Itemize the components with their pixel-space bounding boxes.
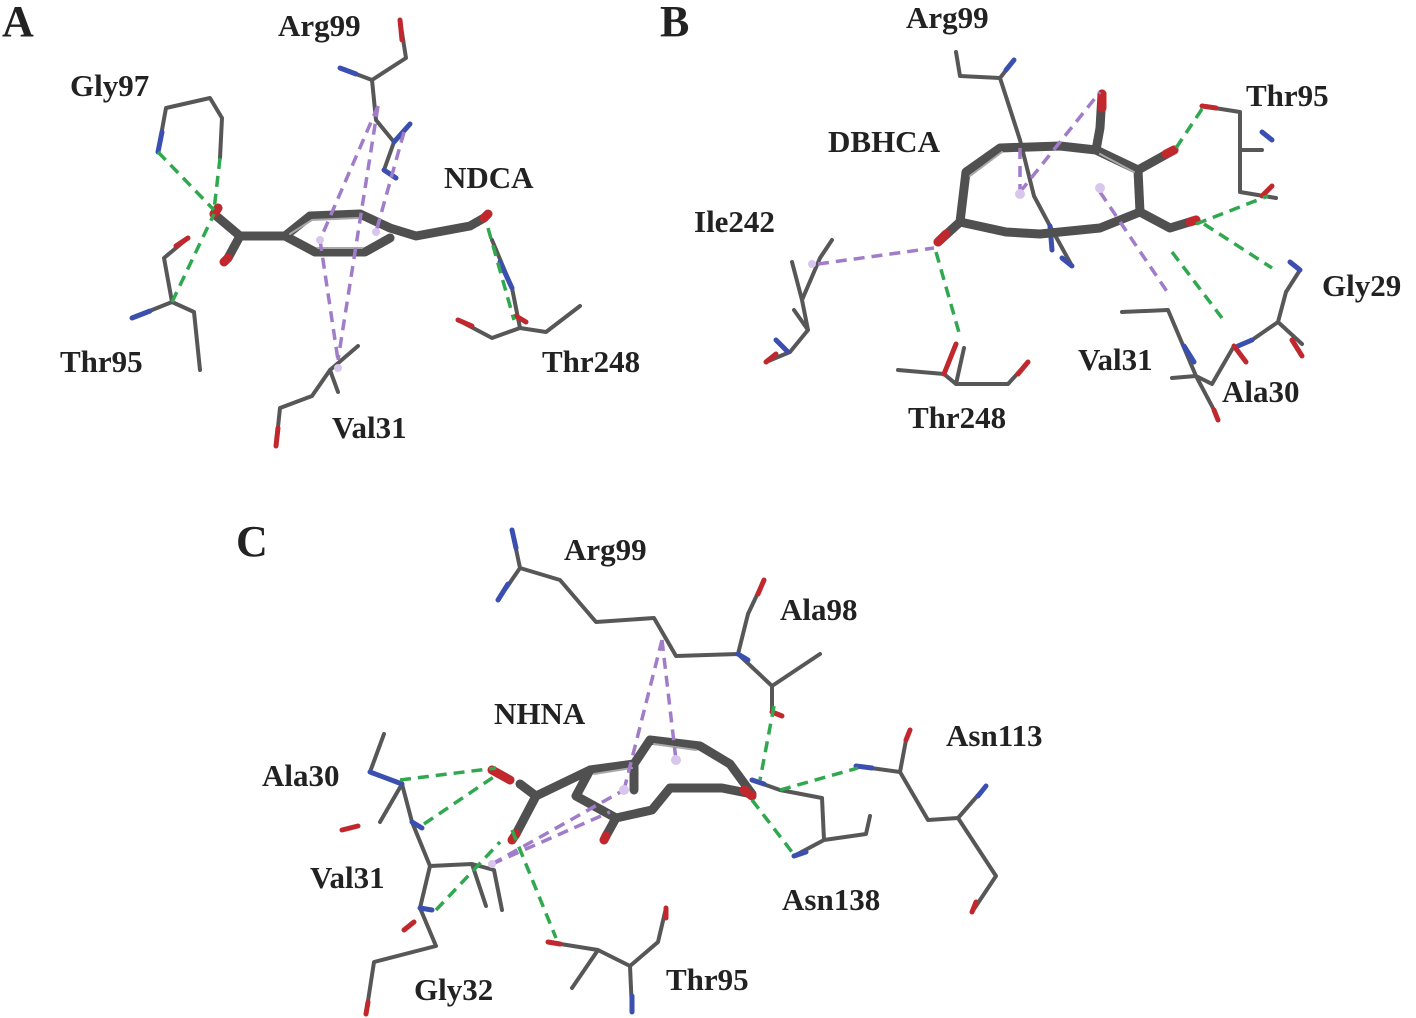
ligand-dbhca-highlight: [969, 151, 1135, 177]
ligand-nhna-structure: [511, 735, 757, 841]
ligand-nhna-highlight: [593, 743, 697, 775]
pi-interaction-lines: [491, 639, 678, 866]
panel-a: A Arg99 Gly97 NDCA Thr95 Thr248 Val31: [2, 0, 640, 449]
residue-thr248-nitrogen: [497, 259, 515, 291]
residue-label-val31: Val31: [310, 860, 385, 895]
residue-thr95-nitrogen: [1259, 129, 1275, 143]
residue-label-gly32: Gly32: [414, 972, 493, 1007]
residue-gly29-oxygen: [1289, 337, 1305, 359]
residue-asn113-nitrogen: [853, 763, 989, 799]
residue-label-thr248: Thr248: [542, 344, 640, 379]
ring-centroid: [1015, 189, 1025, 199]
ligand-label-dbhca: DBHCA: [828, 124, 941, 159]
h-bond-lines: [399, 705, 859, 939]
residue-label-asn138: Asn138: [782, 882, 880, 917]
residue-thr95-structure: [546, 906, 668, 1012]
ligand-label-ndca: NDCA: [444, 160, 534, 195]
residue-ala30-val31-gly32-oxygen: [339, 823, 417, 1017]
residue-thr248-structure: [896, 346, 1030, 386]
residue-asn138-structure: [750, 778, 872, 858]
residue-thr95-oxygen: [545, 905, 669, 947]
residue-val31-ala30-structure: [1120, 308, 1236, 412]
residue-label-thr95: Thr95: [1246, 78, 1329, 113]
ligand-label-nhna: NHNA: [494, 696, 586, 731]
ring-centroid: [488, 860, 496, 868]
residue-val31-ala30-oxygen: [1211, 343, 1249, 423]
residue-label-thr95: Thr95: [60, 344, 143, 379]
ring-centroid: [334, 364, 342, 372]
residue-label-ala98: Ala98: [780, 592, 858, 627]
residue-label-asn113: Asn113: [946, 718, 1042, 753]
residue-label-ala30: Ala30: [262, 758, 340, 793]
residue-gly29-nitrogen: [1235, 259, 1303, 349]
ligand-dbhca-oxygen: [933, 89, 1201, 247]
ligand-dbhca-structure: [933, 89, 1201, 247]
residue-label-gly97: Gly97: [70, 68, 149, 103]
ligand-ndca-highlight: [289, 217, 363, 249]
residue-label-val31: Val31: [332, 410, 407, 445]
residue-thr95-oxygen: [1199, 103, 1275, 199]
residue-val31-oxygen: [273, 425, 281, 449]
pi-interaction-lines: [817, 90, 1172, 297]
residue-gly97-nitrogen: [155, 129, 165, 155]
residue-ile242-oxygen: [763, 351, 779, 365]
panel-letter-c: C: [236, 517, 268, 566]
h-bond-lines: [934, 105, 1273, 337]
residue-ile242-structure: [764, 238, 834, 364]
residue-asn138-nitrogen: [749, 777, 809, 859]
residue-arg99-structure: [496, 528, 822, 714]
panel-b: B Arg99 Thr95 DBHCA Ile242 Gly29 Val31 A…: [660, 0, 1401, 435]
panel-c: C Arg99 Ala98 NHNA Asn113 Ala30 Val31 As…: [236, 517, 1042, 1017]
residue-label-arg99: Arg99: [564, 532, 647, 567]
residue-label-thr248: Thr248: [908, 400, 1006, 435]
residue-thr248-oxygen: [941, 341, 1031, 377]
residue-label-thr95: Thr95: [666, 962, 749, 997]
ring-centroid: [372, 228, 380, 236]
residue-arg99-nitrogen: [495, 527, 751, 663]
ring-centroid: [619, 785, 629, 795]
residue-arg99-nitrogen: [337, 65, 413, 181]
residue-label-arg99: Arg99: [906, 0, 989, 35]
residue-label-val31: Val31: [1078, 342, 1153, 377]
residue-label-arg99: Arg99: [278, 8, 361, 43]
residue-asn113-oxygen: [903, 727, 979, 915]
residue-thr95-nitrogen: [129, 308, 153, 321]
pi-interaction-lines: [318, 105, 406, 361]
residue-val31-structure: [274, 344, 360, 448]
ligand-ndca-structure: [209, 209, 489, 263]
h-bond-lines: [156, 150, 516, 321]
residue-ile242-nitrogen: [773, 337, 791, 355]
panel-letter-a: A: [2, 0, 34, 46]
residue-gly97-structure: [156, 96, 224, 160]
ring-centroid: [808, 260, 816, 268]
residue-label-ala30: Ala30: [1222, 374, 1300, 409]
residue-arg99-oxygen: [397, 17, 405, 43]
residue-thr95-oxygen: [173, 235, 191, 249]
residue-label-gly29: Gly29: [1322, 268, 1401, 303]
residue-val31-ala30-nitrogen: [1181, 343, 1197, 365]
panel-letter-b: B: [660, 0, 689, 46]
residue-label-ile242: Ile242: [694, 204, 775, 239]
residue-thr95-structure: [1200, 104, 1278, 200]
ring-centroid: [1095, 183, 1105, 193]
residue-thr248-structure: [456, 238, 582, 340]
ligand-ndca-oxygen: [209, 203, 493, 267]
residue-ala30-val31-gly32-nitrogen: [367, 769, 435, 913]
ring-centroid: [671, 755, 681, 765]
residue-gly29-structure: [1250, 268, 1304, 346]
ring-centroid: [316, 236, 324, 244]
residue-thr248-oxygen: [455, 313, 529, 329]
